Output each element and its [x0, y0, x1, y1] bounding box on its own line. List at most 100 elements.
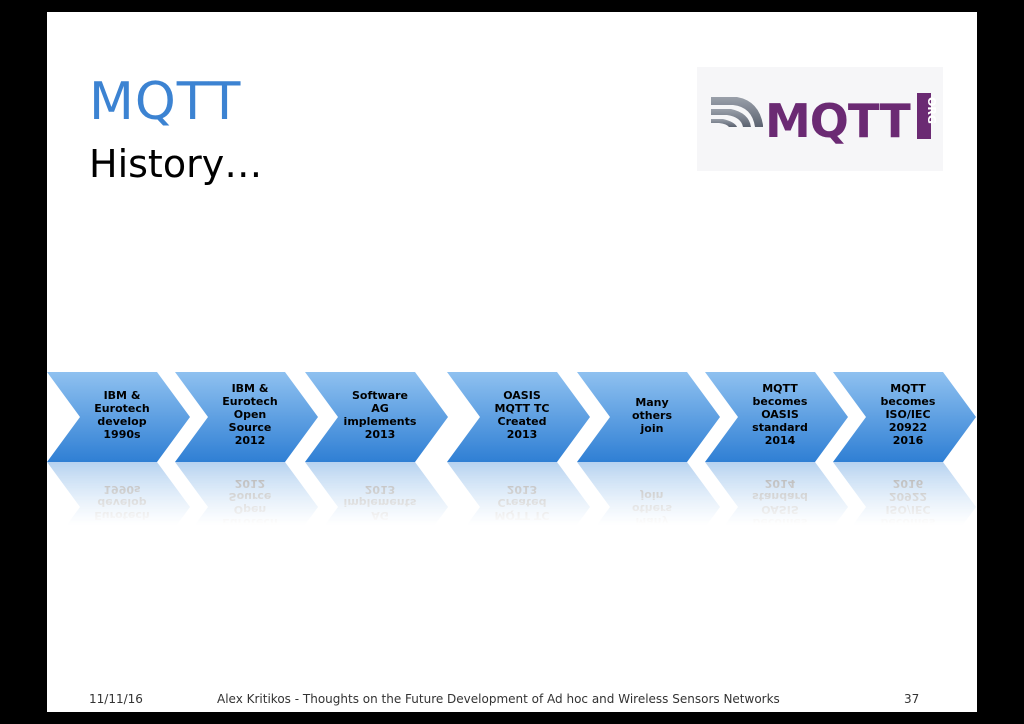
- timeline-step-reflection-line: Eurotech: [222, 516, 278, 529]
- timeline-step-reflection-line: MQTT: [890, 529, 926, 542]
- timeline-step-reflection-line: IBM &: [231, 529, 269, 542]
- chevron-shape: [577, 462, 720, 552]
- timeline-step-line: Eurotech: [94, 402, 150, 415]
- timeline-step-line: 2014: [764, 434, 796, 447]
- timeline-step-line: 20922: [888, 421, 928, 434]
- chevron-shape: [305, 462, 448, 552]
- chevron-shape: [305, 372, 448, 462]
- timeline-step-reflection-line: 2016: [892, 477, 924, 490]
- svg-text:MQTT: MQTT: [765, 94, 911, 148]
- chevron-shape: [447, 462, 590, 552]
- slide-subtitle: History…: [89, 142, 263, 186]
- footer-date: 11/11/16: [89, 692, 143, 706]
- slide-title: MQTT: [89, 72, 242, 132]
- timeline-step-reflection-line: 2012: [234, 477, 266, 490]
- timeline-step-reflection-line: Open: [233, 503, 267, 516]
- timeline-step-reflection-line: 2014: [764, 477, 796, 490]
- timeline-step-line: OASIS: [761, 408, 799, 421]
- mqtt-org-logo: MQTT ORG: [697, 67, 943, 171]
- chevron-shape: [175, 462, 318, 552]
- timeline-step-line: MQTT: [762, 382, 798, 395]
- timeline-step-reflection-line: OASIS: [503, 522, 541, 535]
- timeline-step-reflection-line: 2013: [506, 483, 538, 496]
- timeline-step-line: standard: [752, 421, 808, 434]
- timeline-step-line: Software: [352, 389, 408, 402]
- timeline-step-line: IBM &: [103, 389, 141, 402]
- timeline-step-line: Created: [497, 415, 547, 428]
- footer-center-text: Alex Kritikos - Thoughts on the Future D…: [217, 692, 780, 706]
- timeline-step-reflection-line: becomes: [752, 516, 808, 529]
- chevron-shape: [447, 372, 590, 462]
- timeline-step-line: 2016: [892, 434, 924, 447]
- timeline-step-reflection-line: Software: [352, 522, 408, 535]
- timeline-step-reflection-line: implements: [343, 496, 417, 509]
- timeline-step-line: MQTT: [890, 382, 926, 395]
- timeline-step-reflection-line: MQTT TC: [494, 509, 550, 522]
- timeline-step-reflection-line: Eurotech: [94, 509, 150, 522]
- timeline-step-line: Open: [233, 408, 267, 421]
- svg-text:ORG: ORG: [925, 97, 938, 124]
- chevron-shape: [47, 462, 190, 552]
- chevron-shape: [705, 372, 848, 462]
- timeline-step-line: 1990s: [103, 428, 141, 441]
- timeline-step-line: Eurotech: [222, 395, 278, 408]
- timeline-step-reflection-line: ISO/IEC: [885, 503, 931, 516]
- timeline-step-line: AG: [371, 402, 389, 415]
- timeline-step-reflection-line: 2013: [364, 483, 396, 496]
- timeline-step-reflection-line: develop: [97, 496, 147, 509]
- timeline-step-line: join: [640, 422, 664, 435]
- timeline-step-reflection-line: standard: [752, 490, 808, 503]
- chevron-shape: [833, 372, 976, 462]
- timeline-step-reflection-line: AG: [371, 509, 389, 522]
- chevron-shape: [705, 462, 848, 552]
- timeline-step-line: MQTT TC: [494, 402, 550, 415]
- timeline-step-line: 2012: [234, 434, 266, 447]
- timeline-step-line: Source: [228, 421, 272, 434]
- chevron-shape: [577, 372, 720, 462]
- timeline-step-line: others: [631, 409, 673, 422]
- timeline-step-reflection-line: Many: [635, 515, 669, 528]
- timeline-step-reflection-line: OASIS: [761, 503, 799, 516]
- timeline-step-line: ISO/IEC: [885, 408, 931, 421]
- chevron-shape: [175, 372, 318, 462]
- timeline-step-line: 2013: [506, 428, 538, 441]
- timeline-step-line: OASIS: [503, 389, 541, 402]
- timeline-step-reflection-line: Source: [228, 490, 272, 503]
- timeline-step-reflection-line: join: [640, 489, 664, 502]
- footer-page-number: 37: [904, 692, 920, 706]
- timeline-step-line: 2013: [364, 428, 396, 441]
- timeline-step-line: becomes: [880, 395, 936, 408]
- timeline-step-line: IBM &: [231, 382, 269, 395]
- timeline-step-reflection-line: MQTT: [762, 529, 798, 542]
- timeline-step-line: implements: [343, 415, 417, 428]
- timeline-step-reflection-line: IBM &: [103, 522, 141, 535]
- chevron-shape: [833, 462, 976, 552]
